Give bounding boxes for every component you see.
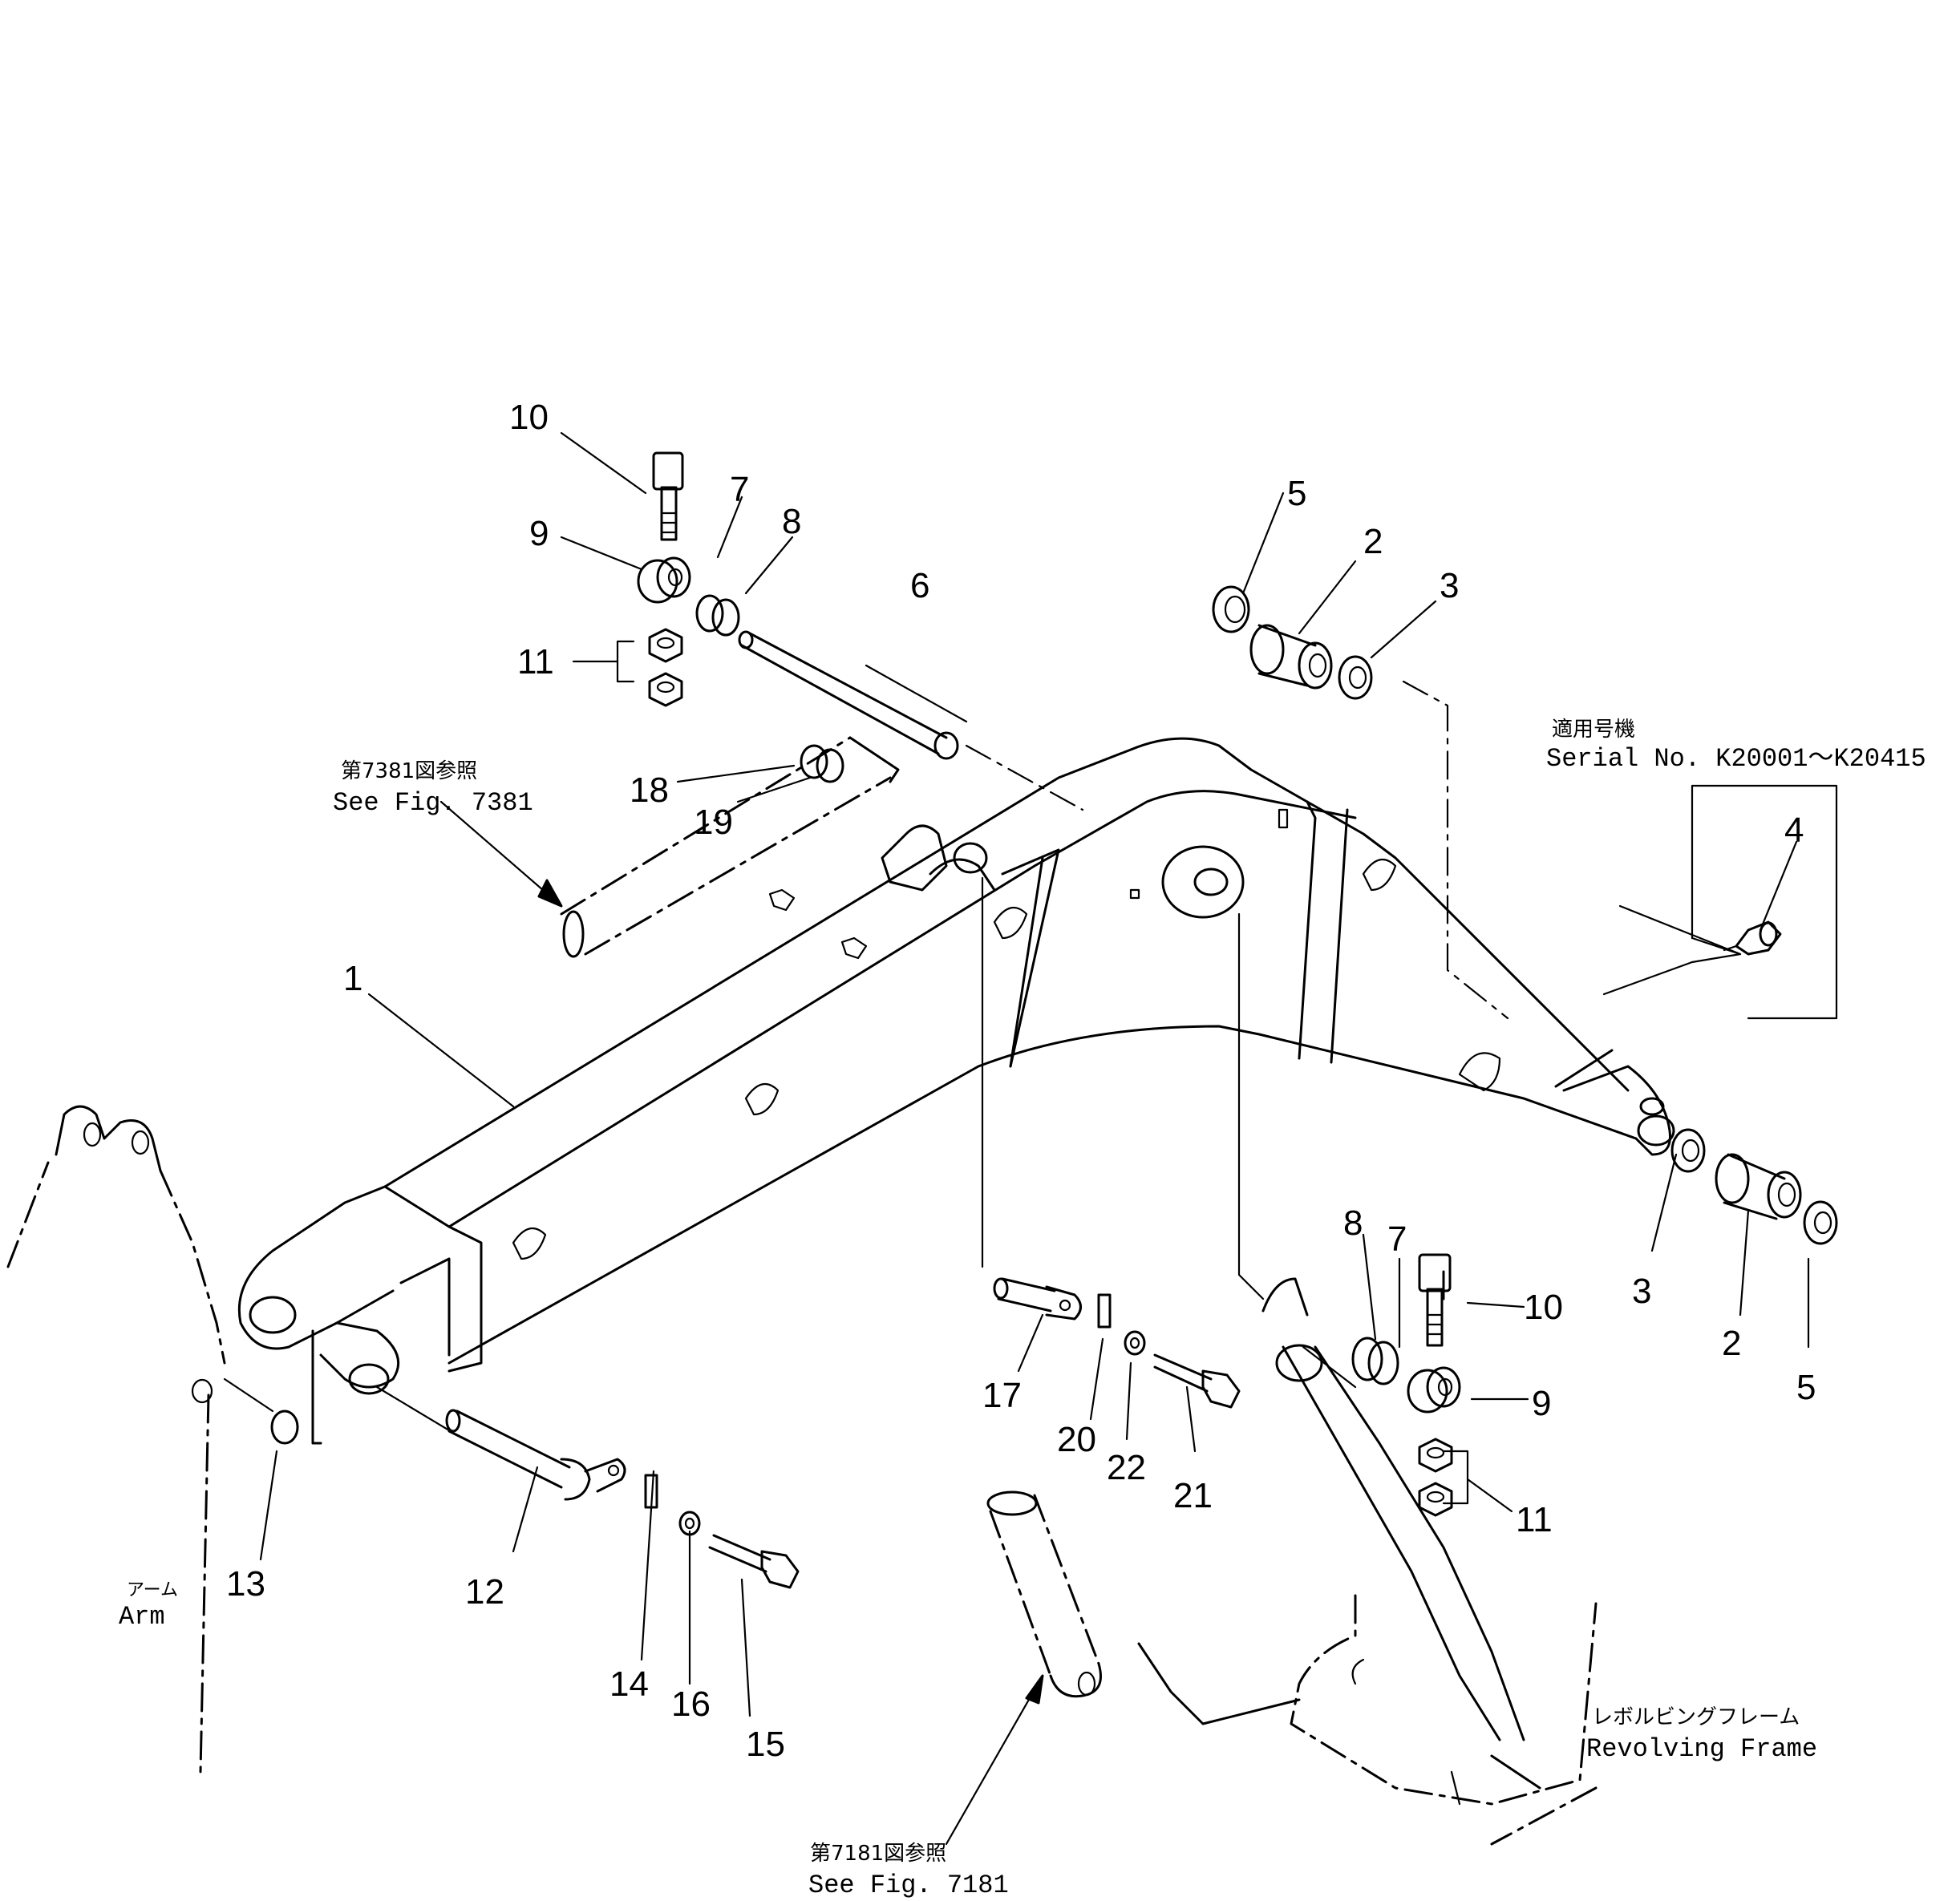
callout-9-bottom: 9 bbox=[1532, 1384, 1551, 1423]
bolt-top bbox=[652, 451, 684, 541]
note-fig7381-en: See Fig. 7381 bbox=[333, 788, 533, 818]
bolt-bottom bbox=[1418, 1253, 1452, 1347]
callout-3-top: 3 bbox=[1440, 566, 1459, 605]
callout-21: 21 bbox=[1173, 1476, 1213, 1515]
nuts-bottom bbox=[1418, 1438, 1453, 1517]
nuts-top bbox=[648, 628, 683, 707]
washer-bottom-8 bbox=[1351, 1337, 1383, 1381]
pin-arm bbox=[445, 1409, 626, 1501]
note-fig7181-en: See Fig. 7181 bbox=[808, 1871, 1009, 1900]
washer-arm bbox=[678, 1511, 701, 1536]
plate-arm bbox=[644, 1474, 658, 1509]
note-serial-jp: 適用号機 bbox=[1552, 718, 1635, 742]
callout-1: 1 bbox=[343, 959, 362, 998]
plate-cylinder bbox=[1097, 1293, 1112, 1329]
callout-22: 22 bbox=[1107, 1448, 1146, 1487]
callout-3-bottom: 3 bbox=[1632, 1272, 1651, 1311]
shim-top-18 bbox=[800, 744, 828, 779]
washer-top-8 bbox=[711, 598, 740, 637]
boom bbox=[237, 737, 1675, 1395]
collar-top bbox=[637, 556, 691, 604]
callout-7-top: 7 bbox=[730, 470, 749, 509]
note-arm-jp: アーム bbox=[127, 1580, 178, 1600]
shim-bottom-7 bbox=[1367, 1341, 1399, 1385]
callout-10-top: 10 bbox=[509, 398, 549, 437]
callout-5-top: 5 bbox=[1287, 474, 1306, 513]
arm-cylinder-stub bbox=[560, 736, 900, 958]
bushing-bottom bbox=[1670, 1128, 1838, 1245]
callout-8-bottom: 8 bbox=[1343, 1203, 1363, 1243]
callout-11-top: 11 bbox=[517, 642, 554, 682]
callout-11-bottom: 11 bbox=[1516, 1500, 1553, 1539]
collar-bottom bbox=[1407, 1366, 1461, 1414]
callout-17: 17 bbox=[982, 1376, 1022, 1415]
revolving-frame-stub bbox=[1290, 1265, 1598, 1846]
pin-cylinder bbox=[993, 1277, 1082, 1321]
notes: 第7381図参照 See Fig. 7381 第7181図参照 See Fig.… bbox=[119, 718, 1926, 1900]
callout-2-top: 2 bbox=[1363, 522, 1383, 561]
washer-cylinder bbox=[1124, 1330, 1146, 1356]
note-arm-en: Arm bbox=[119, 1602, 165, 1632]
note-frame-jp: レボルビングフレーム bbox=[1592, 1705, 1800, 1729]
callout-2-bottom: 2 bbox=[1722, 1324, 1741, 1363]
note-frame-en: Revolving Frame bbox=[1586, 1734, 1817, 1764]
callout-18: 18 bbox=[630, 771, 669, 810]
arm-stub bbox=[6, 1105, 322, 1774]
bushing-top bbox=[1212, 585, 1373, 700]
boom-cylinder-stub bbox=[986, 1277, 1525, 1741]
callout-14: 14 bbox=[609, 1664, 649, 1704]
shim-top-19 bbox=[816, 748, 844, 783]
callout-7-bottom: 7 bbox=[1387, 1219, 1407, 1259]
note-fig7381-jp: 第7381図参照 bbox=[341, 759, 477, 783]
callout-6: 6 bbox=[910, 566, 929, 605]
callout-numbers: 1 10 9 7 8 11 6 18 19 5 2 3 4 3 2 5 8 7 … bbox=[226, 398, 1816, 1764]
callout-15: 15 bbox=[746, 1725, 785, 1764]
callout-5-bottom: 5 bbox=[1796, 1368, 1816, 1407]
callout-13: 13 bbox=[226, 1564, 265, 1604]
shim-arm bbox=[270, 1410, 299, 1445]
callout-16: 16 bbox=[671, 1685, 711, 1724]
parts bbox=[191, 451, 1838, 1589]
callout-4: 4 bbox=[1784, 811, 1804, 850]
grease-fitting bbox=[1723, 920, 1782, 956]
pin-top bbox=[738, 630, 959, 760]
bolt-cylinder bbox=[1153, 1353, 1241, 1409]
note-fig7181-jp: 第7181図参照 bbox=[810, 1842, 946, 1866]
note-serial-en: Serial No. K20001～K20415 bbox=[1546, 744, 1926, 774]
bolt-arm bbox=[708, 1534, 800, 1589]
callout-19: 19 bbox=[694, 803, 733, 842]
leader-lines bbox=[223, 431, 1838, 1846]
shim-top-7 bbox=[695, 594, 724, 633]
callout-10-bottom: 10 bbox=[1524, 1288, 1563, 1327]
callout-20: 20 bbox=[1057, 1420, 1096, 1459]
callout-12: 12 bbox=[465, 1572, 504, 1612]
callout-8-top: 8 bbox=[782, 502, 801, 541]
callout-9-top: 9 bbox=[529, 514, 549, 553]
